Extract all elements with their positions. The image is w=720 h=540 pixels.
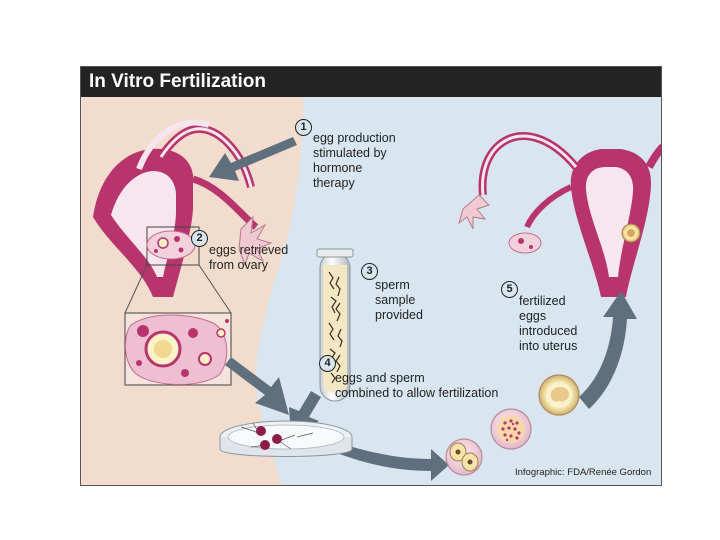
step-4-line: combined to allow fertilization: [335, 386, 499, 400]
arrow-ovary-to-dish: [225, 357, 289, 415]
step-2-line: eggs retrieved: [209, 243, 289, 257]
arrow-step1: [209, 137, 297, 181]
ovary-small: [146, 230, 196, 260]
embryo-blastocyst: [538, 374, 580, 416]
right-uterus-illustration: [458, 132, 661, 297]
step-2-number: 2: [191, 230, 208, 247]
ovary-large: [125, 314, 229, 385]
step-2-label: eggs retrieved from ovary: [209, 243, 288, 273]
infographic-title: In Vitro Fertilization: [89, 71, 266, 92]
step-3-line: provided: [375, 308, 423, 322]
ivf-illustration: [81, 97, 661, 485]
step-1-number: 1: [295, 119, 312, 136]
step-5-number: 5: [501, 281, 518, 298]
step-5-line: into uterus: [519, 339, 578, 353]
embryo-morula: [490, 408, 532, 450]
step-1-label: egg production stimulated by hormone the…: [313, 131, 396, 191]
step-3-number: 3: [361, 263, 378, 280]
fimbriae: [238, 215, 273, 267]
step-4-line: eggs and sperm: [335, 371, 425, 385]
step-5-line: introduced: [519, 324, 578, 338]
step-5-label: fertilized eggs introduced into uterus: [519, 294, 577, 354]
title-bar: In Vitro Fertilization: [81, 67, 661, 97]
step-1-line: hormone: [313, 161, 363, 175]
step-3-line: sperm: [375, 278, 410, 292]
image-credit: Infographic: FDA/Renée Gordon: [515, 467, 652, 478]
step-5-line: eggs: [519, 309, 547, 323]
step-2-line: from ovary: [209, 258, 269, 272]
infographic-frame: In Vitro Fertilization: [80, 66, 662, 486]
petri-dish: [219, 420, 353, 457]
embryo-two-cell: [445, 438, 483, 476]
step-4-number: 4: [319, 355, 336, 372]
step-3-label: sperm sample provided: [375, 278, 423, 323]
step-1-line: stimulated by: [313, 146, 387, 160]
arrow-embryo-to-uterus: [579, 291, 637, 409]
step-1-line: therapy: [313, 176, 355, 190]
step-4-label: eggs and sperm combined to allow fertili…: [335, 371, 498, 401]
step-5-line: fertilized: [519, 294, 566, 308]
arrow-dish-to-embryo: [337, 443, 449, 481]
step-1-line: egg production: [313, 131, 396, 145]
step-3-line: sample: [375, 293, 416, 307]
